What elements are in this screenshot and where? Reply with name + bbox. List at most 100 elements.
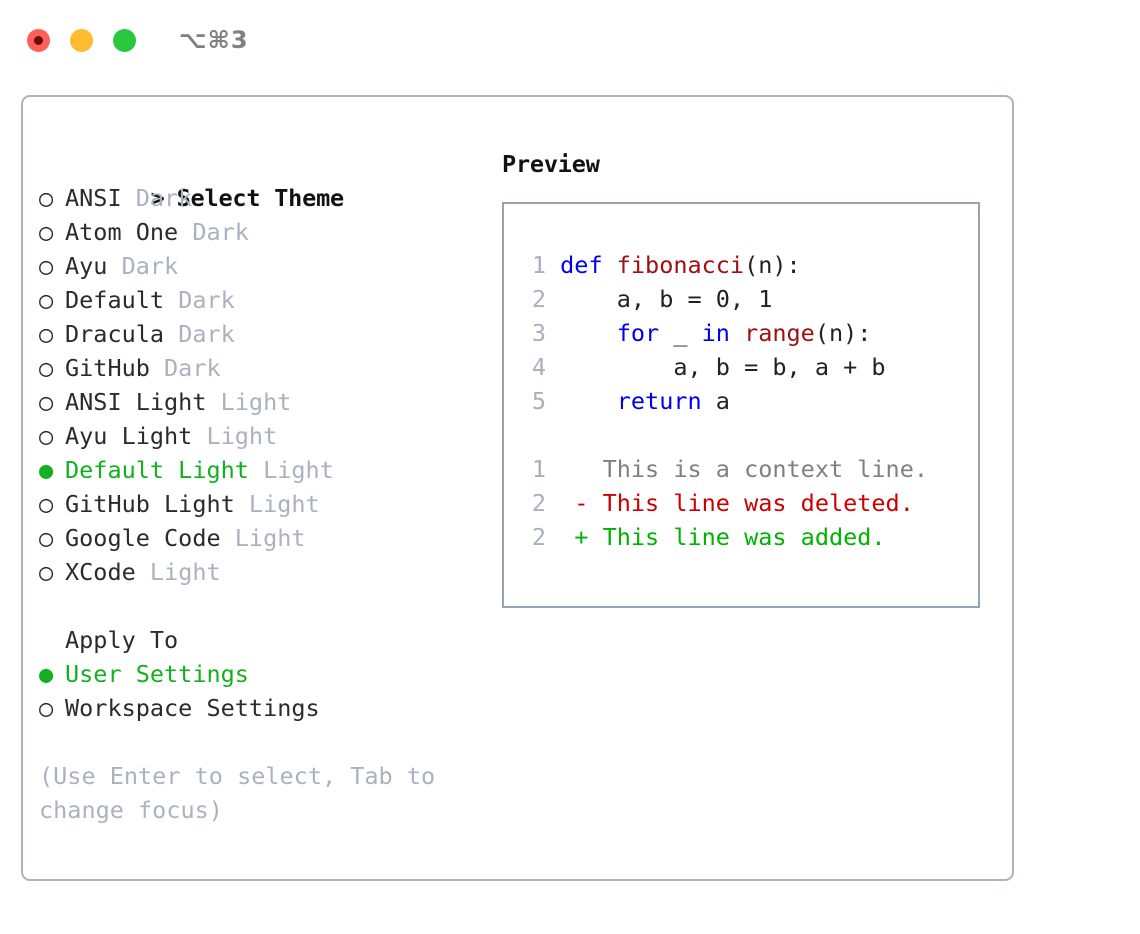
title-bar: ⌥⌘3 — [0, 0, 1140, 80]
code-line: 4 a, b = b, a + b — [518, 350, 978, 384]
code-token: in — [701, 319, 745, 347]
preview-title: Preview — [502, 150, 600, 178]
theme-option-ansi[interactable]: ○ ANSI Dark — [39, 181, 479, 215]
code-token: (n): — [814, 319, 872, 347]
code-diff-gap — [518, 418, 978, 452]
prompt-caret-icon: > — [150, 184, 179, 212]
code-token: def — [560, 251, 617, 279]
theme-option-github-light[interactable]: ○ GitHub Light Light — [39, 487, 479, 521]
theme-variant-badge: Light — [220, 524, 306, 552]
radio-unselected-icon: ○ — [39, 422, 68, 450]
theme-option-label: Atom One — [65, 218, 179, 246]
apply-to-option-user-settings[interactable]: ● User Settings — [39, 657, 479, 691]
window-controls — [27, 28, 136, 52]
theme-option-label: Dracula — [65, 320, 165, 348]
line-number: 1 — [531, 455, 546, 483]
code-token: return — [560, 387, 716, 415]
code-token: range — [744, 319, 815, 347]
diff-text: This line was added. — [602, 523, 886, 551]
theme-option-default-light[interactable]: ● Default Light Light — [39, 453, 479, 487]
apply-to-label: Apply To — [65, 626, 179, 654]
radio-selected-icon: ● — [39, 660, 68, 688]
apply-to-option-label: User Settings — [65, 660, 249, 688]
theme-list: ○ ANSI Dark○ Atom One Dark○ Ayu Dark○ De… — [39, 181, 479, 589]
maximize-button-icon[interactable] — [113, 28, 136, 52]
theme-option-default[interactable]: ○ Default Dark — [39, 283, 479, 317]
theme-option-label: Default — [65, 286, 165, 314]
theme-variant-badge: Dark — [178, 218, 249, 246]
theme-option-label: Ayu — [65, 252, 108, 280]
radio-unselected-icon: ○ — [39, 388, 68, 416]
code-token: fibonacci — [616, 251, 745, 279]
theme-variant-badge: Light — [234, 490, 320, 518]
diff-line: 2 + This line was added. — [518, 520, 978, 554]
line-number: 3 — [531, 319, 546, 347]
radio-unselected-icon: ○ — [39, 354, 68, 382]
list-spacer — [39, 589, 479, 623]
theme-option-label: ANSI Light — [65, 388, 207, 416]
main-panel: > Select Theme ○ ANSI Dark○ Atom One Dar… — [21, 95, 1014, 881]
line-number: 2 — [531, 285, 546, 313]
theme-variant-badge: Dark — [164, 286, 235, 314]
theme-variant-badge: Dark — [149, 354, 221, 382]
radio-unselected-icon: ○ — [39, 252, 68, 280]
theme-option-ayu[interactable]: ○ Ayu Dark — [39, 249, 479, 283]
theme-variant-badge: Dark — [164, 320, 235, 348]
select-theme-header: > Select Theme — [39, 147, 479, 212]
theme-option-ayu-light[interactable]: ○ Ayu Light Light — [39, 419, 479, 453]
theme-option-label: Ayu Light — [65, 422, 193, 450]
radio-unselected-icon: ○ — [39, 218, 68, 246]
select-theme-header-label: Select Theme — [176, 184, 345, 212]
code-token: a — [715, 387, 730, 415]
radio-unselected-icon: ○ — [39, 286, 68, 314]
keyboard-shortcut-label: ⌥⌘3 — [179, 26, 249, 54]
theme-option-label: Default Light — [65, 456, 249, 484]
code-token: a, b = 0, 1 — [560, 285, 773, 313]
code-line: 2 a, b = 0, 1 — [518, 282, 978, 316]
code-token: (n): — [744, 251, 801, 279]
radio-selected-icon: ● — [39, 456, 68, 484]
code-token: a, b = b, a + b — [560, 353, 886, 381]
gutter-gap — [546, 387, 560, 415]
line-number: 2 — [531, 523, 546, 551]
radio-unselected-icon: ○ — [39, 558, 68, 586]
theme-selector-column: > Select Theme ○ ANSI Dark○ Atom One Dar… — [39, 147, 479, 827]
theme-option-google-code[interactable]: ○ Google Code Light — [39, 521, 479, 555]
line-number: 2 — [531, 489, 546, 517]
diff-marker: - — [546, 489, 603, 517]
code-line: 3 for _ in range(n): — [518, 316, 978, 350]
theme-option-label: GitHub — [65, 354, 150, 382]
theme-option-label: ANSI — [65, 184, 122, 212]
gutter-gap — [546, 285, 560, 313]
theme-option-ansi-light[interactable]: ○ ANSI Light Light — [39, 385, 479, 419]
diff-sample: 1 This is a context line. 2 - This line w… — [518, 452, 978, 554]
theme-option-dracula[interactable]: ○ Dracula Dark — [39, 317, 479, 351]
preview-column: Preview 1 def fibonacci(n):2 a, b = 0, 1… — [502, 147, 1002, 608]
theme-option-label: GitHub Light — [65, 490, 235, 518]
line-number: 4 — [531, 353, 546, 381]
radio-unselected-icon: ○ — [39, 694, 68, 722]
line-number: 1 — [531, 251, 546, 279]
theme-variant-badge: Light — [135, 558, 221, 586]
theme-option-atom-one[interactable]: ○ Atom One Dark — [39, 215, 479, 249]
theme-option-github[interactable]: ○ GitHub Dark — [39, 351, 479, 385]
diff-text: This is a context line. — [602, 455, 929, 483]
theme-variant-badge: Dark — [107, 252, 179, 280]
apply-to-option-workspace-settings[interactable]: ○ Workspace Settings — [39, 691, 479, 725]
radio-unselected-icon: ○ — [39, 490, 68, 518]
theme-option-label: Google Code — [65, 524, 221, 552]
radio-unselected-icon: ○ — [39, 320, 68, 348]
code-line: 5 return a — [518, 384, 978, 418]
theme-option-xcode[interactable]: ○ XCode Light — [39, 555, 479, 589]
diff-line: 1 This is a context line. — [518, 452, 978, 486]
radio-unselected-icon: ○ — [39, 524, 68, 552]
minimize-button-icon[interactable] — [70, 28, 93, 52]
close-button-icon[interactable] — [27, 28, 50, 52]
hint-spacer — [39, 725, 479, 759]
apply-to-option-label: Workspace Settings — [65, 694, 320, 722]
gutter-gap — [546, 319, 560, 347]
theme-variant-badge: Light — [206, 388, 292, 416]
